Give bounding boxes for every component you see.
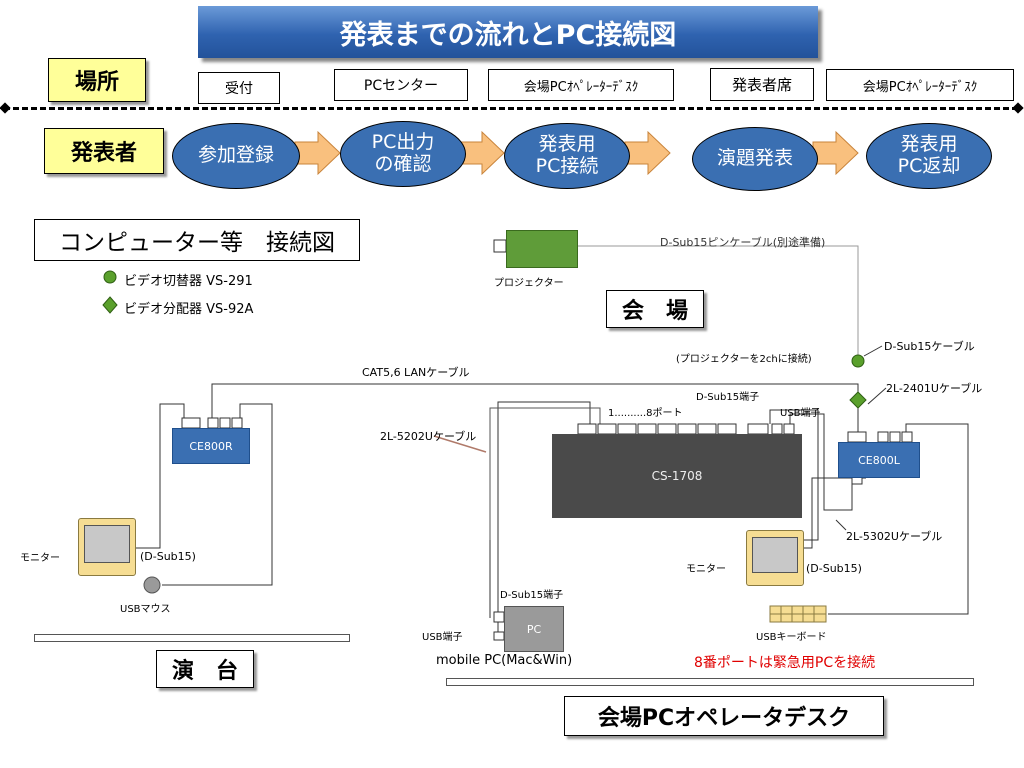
line-dsub15-pointer xyxy=(863,345,883,357)
step-pc-return-line1: 発表用 xyxy=(900,133,958,156)
line-2l5202u-pointer xyxy=(433,435,487,453)
podium-desk xyxy=(34,634,350,642)
ports-1-8-label: 1..........8ポート xyxy=(608,408,683,419)
projector-2ch-note: (プロジェクターを2chに接続) xyxy=(676,354,812,365)
video-splitter-icon xyxy=(849,391,867,409)
line-projector-cable xyxy=(576,245,859,356)
ce800r-unit: CE800R xyxy=(172,428,250,464)
switch-ports xyxy=(577,423,795,435)
line-2l5302u-pointer xyxy=(835,519,847,531)
legend-video-splitter: ビデオ分配器 VS-92A xyxy=(124,302,254,317)
place-row-label: 場所 xyxy=(48,58,146,102)
legend-diamond-icon xyxy=(102,296,118,314)
lan-cable-label: CAT5,6 LANケーブル xyxy=(362,366,470,379)
step-presentation-line1: 演題発表 xyxy=(716,147,793,170)
place-operator-desk-1: 会場PCｵﾍﾟﾚｰﾀｰﾃﾞｽｸ xyxy=(488,69,674,101)
ce800r-ports xyxy=(181,417,243,429)
usb-keyboard-icon xyxy=(769,605,827,623)
step-pc-output-line1: PC出力 xyxy=(371,131,435,154)
legend-symbols xyxy=(102,270,118,314)
step-pc-connection-line2: PC接続 xyxy=(535,155,599,177)
dsub15-cable-label: D-Sub15ケーブル xyxy=(884,340,975,353)
monitor-right xyxy=(746,530,804,586)
pc-dsub15-port-label: D-Sub15端子 xyxy=(500,590,564,601)
flow-arrow-2 xyxy=(459,130,505,176)
step-registration: 参加登録 xyxy=(172,123,300,189)
dsub15-port-label: D-Sub15端子 xyxy=(696,392,760,403)
pc-usb-port-label: USB端子 xyxy=(422,632,463,643)
projector-port xyxy=(493,239,507,253)
kvm-switch: CS-1708 xyxy=(552,434,802,518)
step-presentation: 演題発表 xyxy=(692,127,818,191)
projector xyxy=(506,230,578,268)
ce800l-unit: CE800L xyxy=(838,442,920,478)
line-ce800l-keyboard xyxy=(828,423,969,615)
mobile-pc: PC xyxy=(504,606,564,652)
place-presenter-seat: 発表者席 xyxy=(710,68,814,101)
dsub15-pin-cable-label: D-Sub15ピンケーブル(別途準備) xyxy=(660,236,826,249)
mouse-label: USBマウス xyxy=(120,604,171,615)
step-pc-connection-line1: 発表用 xyxy=(538,133,596,156)
place-pc-center: PCセンター xyxy=(334,69,468,101)
legend-circle-icon xyxy=(103,270,117,284)
flow-arrow-3 xyxy=(624,130,671,176)
usb-port-label: USB端子 xyxy=(780,408,821,419)
cable-2l5202u-label: 2L-5202Uケーブル xyxy=(380,430,477,443)
projector-label: プロジェクター xyxy=(494,278,564,289)
line-2l2401u-pointer xyxy=(867,387,887,405)
line-ce800r-monitor xyxy=(134,403,185,549)
step-pc-output-check: PC出力の確認 xyxy=(340,121,466,187)
line-2l5202u xyxy=(489,407,601,618)
place-operator-desk-2: 会場PCｵﾍﾟﾚｰﾀｰﾃﾞｽｸ xyxy=(826,69,1014,101)
place-reception: 受付 xyxy=(198,72,280,104)
podium-label: 演 台 xyxy=(156,650,254,688)
diagram-title: コンピューター等 接続図 xyxy=(34,219,360,261)
venue-label: 会 場 xyxy=(606,290,704,328)
operator-desk-label: 会場PCオペレータデスク xyxy=(564,696,884,736)
monitor-left xyxy=(78,518,136,576)
video-switcher-icon xyxy=(851,354,865,368)
dsub15-right-label: (D-Sub15) xyxy=(806,562,862,575)
usb-mouse-icon xyxy=(143,576,161,594)
step-pc-output-line2: の確認 xyxy=(374,153,432,175)
step-registration-line1: 参加登録 xyxy=(197,144,274,167)
operator-desk xyxy=(446,678,974,686)
pc-dsub15-port xyxy=(493,611,505,623)
page-title: 発表までの流れとPC接続図 xyxy=(198,6,818,58)
flow-arrows xyxy=(294,130,859,176)
line-monitor-ce800l xyxy=(802,477,866,549)
line-ce800r-mouse xyxy=(162,403,273,586)
keyboard-label: USBキーボード xyxy=(756,632,827,643)
line-lan-cable xyxy=(211,383,859,418)
monitor-right-label: モニター xyxy=(686,564,726,575)
monitor-left-label: モニター xyxy=(20,553,60,564)
cable-2l2401u-label: 2L-2401Uケーブル xyxy=(886,382,983,395)
line-2l5302u xyxy=(789,413,853,511)
dsub15-left-label: (D-Sub15) xyxy=(140,550,196,563)
presenter-row-label: 発表者 xyxy=(44,128,164,174)
emergency-port-note: 8番ポートは緊急用PCを接続 xyxy=(694,655,876,671)
step-pc-return-line2: PC返却 xyxy=(897,155,961,177)
pc-usb-port xyxy=(493,631,505,641)
legend-video-switcher: ビデオ切替器 VS-291 xyxy=(124,274,253,289)
mobile-pc-label: mobile PC(Mac&Win) xyxy=(436,653,573,668)
cable-2l5302u-label: 2L-5302Uケーブル xyxy=(846,530,943,543)
divider-dashed-line xyxy=(4,107,1018,110)
flow-arrow-1 xyxy=(294,130,341,176)
